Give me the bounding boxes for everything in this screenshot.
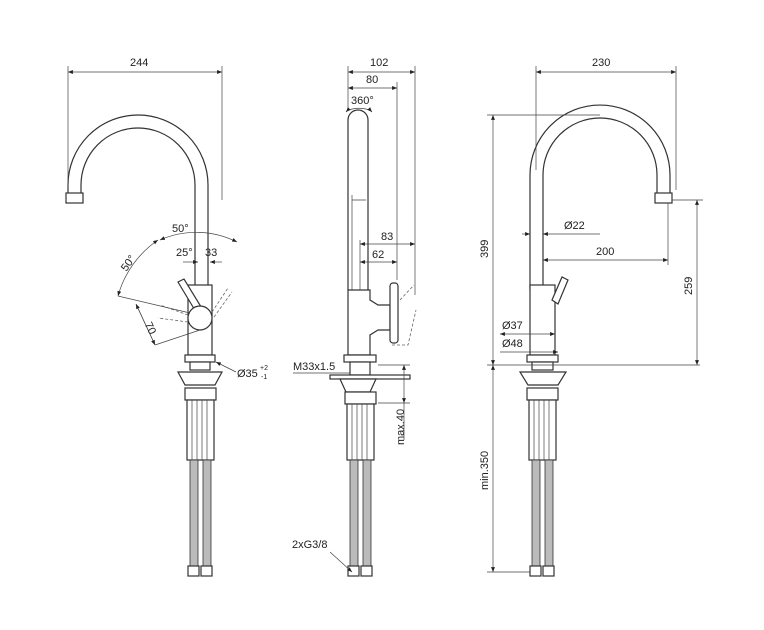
dim-spout-height: 259 bbox=[683, 277, 695, 295]
dim-lever-reach: 83 bbox=[381, 231, 393, 243]
svg-text:+2: +2 bbox=[260, 365, 268, 372]
dim-connections: 2xG3/8 bbox=[292, 539, 327, 551]
dim-offset: 33 bbox=[205, 247, 217, 259]
dim-hose-length: min.350 bbox=[479, 451, 491, 490]
front-view: 244 50° 50° 25° 33 70 Ø35 +2 -1 bbox=[65, 57, 268, 577]
dim-lever-length: 70 bbox=[142, 320, 158, 336]
dim-angle-side: 50° bbox=[119, 253, 138, 274]
dim-depth: 102 bbox=[370, 57, 388, 69]
dim-hole-diameter: Ø35 bbox=[237, 368, 258, 380]
spout-inner bbox=[80, 127, 196, 290]
hose bbox=[189, 459, 199, 569]
spout-outer bbox=[529, 104, 671, 290]
dim-base-diameter: Ø48 bbox=[502, 338, 523, 350]
lever bbox=[389, 282, 399, 344]
dim-body-diameter: Ø37 bbox=[502, 320, 523, 332]
dim-height: 399 bbox=[479, 240, 491, 258]
dim-width: 244 bbox=[130, 57, 148, 69]
threaded-shank bbox=[186, 399, 215, 461]
aerator bbox=[65, 192, 84, 204]
dim-rotation: 360° bbox=[351, 95, 374, 107]
svg-text:-1: -1 bbox=[261, 374, 267, 381]
dim-spout-diameter: Ø22 bbox=[564, 220, 585, 232]
dim-lever-reach-inner: 62 bbox=[372, 249, 384, 261]
dim-width: 230 bbox=[592, 57, 610, 69]
hose bbox=[202, 459, 212, 569]
lever bbox=[551, 276, 569, 305]
dim-angle-outer: 50° bbox=[172, 223, 189, 235]
side-view: 102 80 360° 83 62 M33x1.5 max.40 2xG3/8 bbox=[292, 57, 417, 577]
rear-view: 230 399 min.350 259 200 Ø22 Ø37 Ø48 bbox=[479, 57, 703, 577]
body bbox=[529, 284, 556, 356]
handle-hub bbox=[187, 305, 213, 331]
dim-angle-inner: 25° bbox=[176, 247, 193, 259]
spout-outer bbox=[67, 114, 209, 290]
dim-spout-reach: 200 bbox=[596, 246, 614, 258]
dim-depth-spout: 80 bbox=[366, 74, 378, 86]
dim-thread: M33x1.5 bbox=[293, 361, 335, 373]
dim-max-thickness: max.40 bbox=[395, 409, 407, 445]
body bbox=[347, 289, 391, 356]
